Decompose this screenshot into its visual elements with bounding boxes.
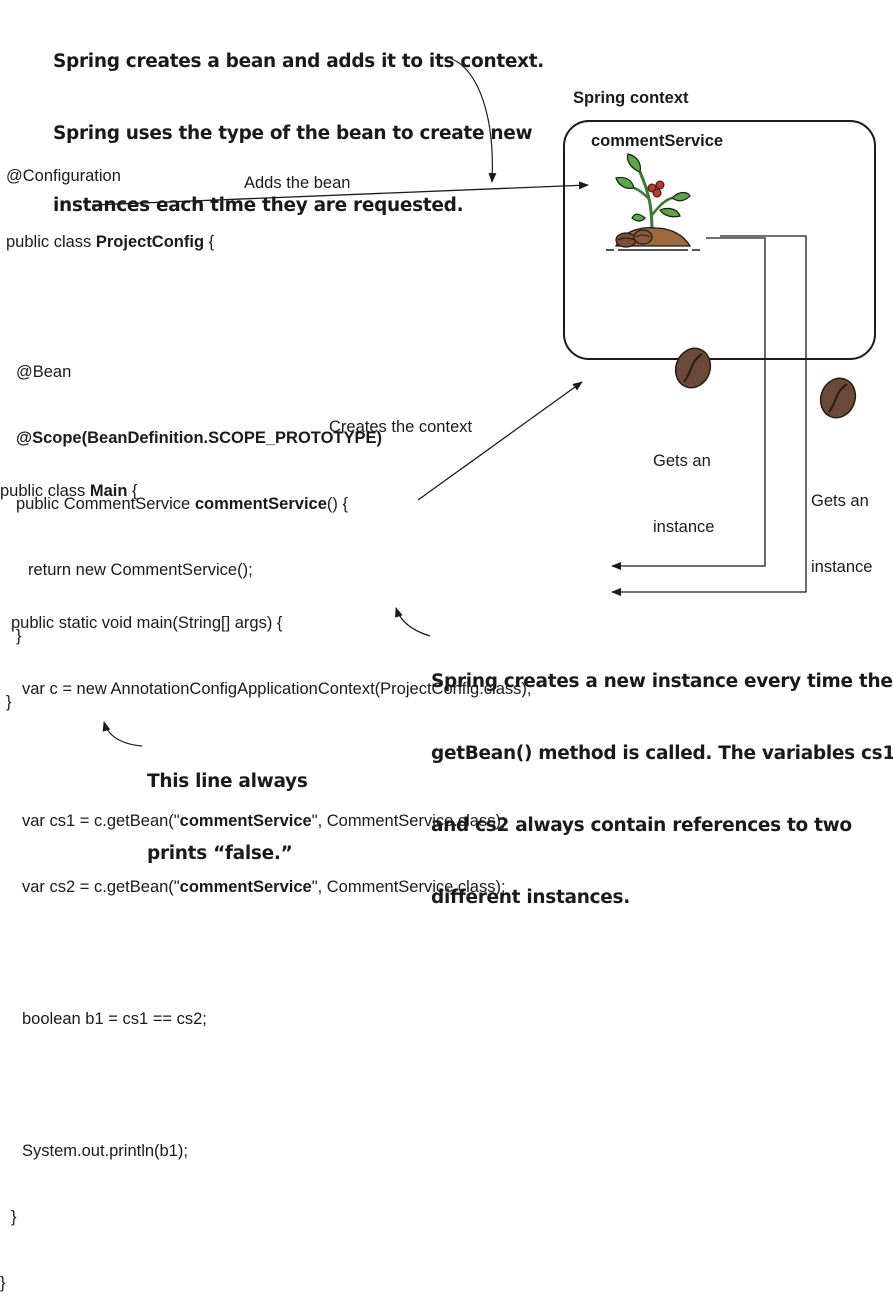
annotation-line: and cs2 always contain references to two <box>431 815 852 836</box>
method-name: commentService <box>194 495 327 513</box>
gets-instance-line: instance <box>811 558 873 576</box>
code-line: return new CommentService(); <box>28 561 253 579</box>
code-text: public class <box>0 482 90 500</box>
annotation-line: prints “false.” <box>147 843 293 864</box>
code-text: () { <box>326 495 348 513</box>
gets-instance-line: Gets an <box>811 492 869 510</box>
code-line: System.out.println(b1); <box>22 1142 188 1160</box>
code-line: public static void main(String[] args) { <box>11 614 283 632</box>
code-text: public class <box>6 233 96 251</box>
top-annotation-line: Spring creates a bean and adds it to its… <box>53 51 545 72</box>
code-text: { <box>204 233 215 251</box>
code-line: } <box>0 1274 6 1292</box>
code-line: } <box>16 627 22 645</box>
new-instance-annotation: Spring creates a new instance every time… <box>431 622 893 934</box>
class-name: ProjectConfig <box>95 233 205 251</box>
bean-name-label: commentService <box>591 132 724 150</box>
code-text: public CommentService <box>16 495 195 513</box>
gets-instance-label-1: Gets an instance <box>653 406 714 560</box>
code-line: public CommentService commentService() { <box>6 493 382 515</box>
code-line: boolean b1 = cs1 == cs2; <box>22 1010 207 1028</box>
spring-context-box <box>563 120 876 360</box>
annotation-line: Spring creates a new instance every time… <box>431 671 893 692</box>
code-line: } <box>11 1208 17 1226</box>
code-line: public class Main { <box>0 480 531 502</box>
false-annotation: This line always prints “false.” <box>147 722 308 890</box>
gets-instance-label-2: Gets an instance <box>811 446 872 600</box>
annotation-line: getBean() method is called. The variable… <box>431 743 893 764</box>
annotation-line: This line always <box>147 771 308 792</box>
code-line: @Configuration <box>6 167 121 185</box>
code-text: { <box>127 482 138 500</box>
class-name: Main <box>89 482 128 500</box>
spring-context-title: Spring context <box>573 89 689 107</box>
code-line: @Bean <box>16 363 72 381</box>
coffee-bean-icon <box>819 377 857 419</box>
config-code-block: @Configuration public class ProjectConfi… <box>6 121 382 735</box>
creates-context-label: Creates the context <box>329 418 473 436</box>
code-line: @Scope(BeanDefinition.SCOPE_PROTOTYPE) <box>16 429 383 447</box>
annotation-line: different instances. <box>431 887 630 908</box>
code-line: } <box>6 693 12 711</box>
code-line: var c = new AnnotationConfigApplicationC… <box>22 680 532 698</box>
code-line: public class ProjectConfig { <box>6 231 382 253</box>
gets-instance-line: instance <box>653 518 715 536</box>
gets-instance-line: Gets an <box>653 452 711 470</box>
adds-bean-label: Adds the bean <box>244 174 351 192</box>
